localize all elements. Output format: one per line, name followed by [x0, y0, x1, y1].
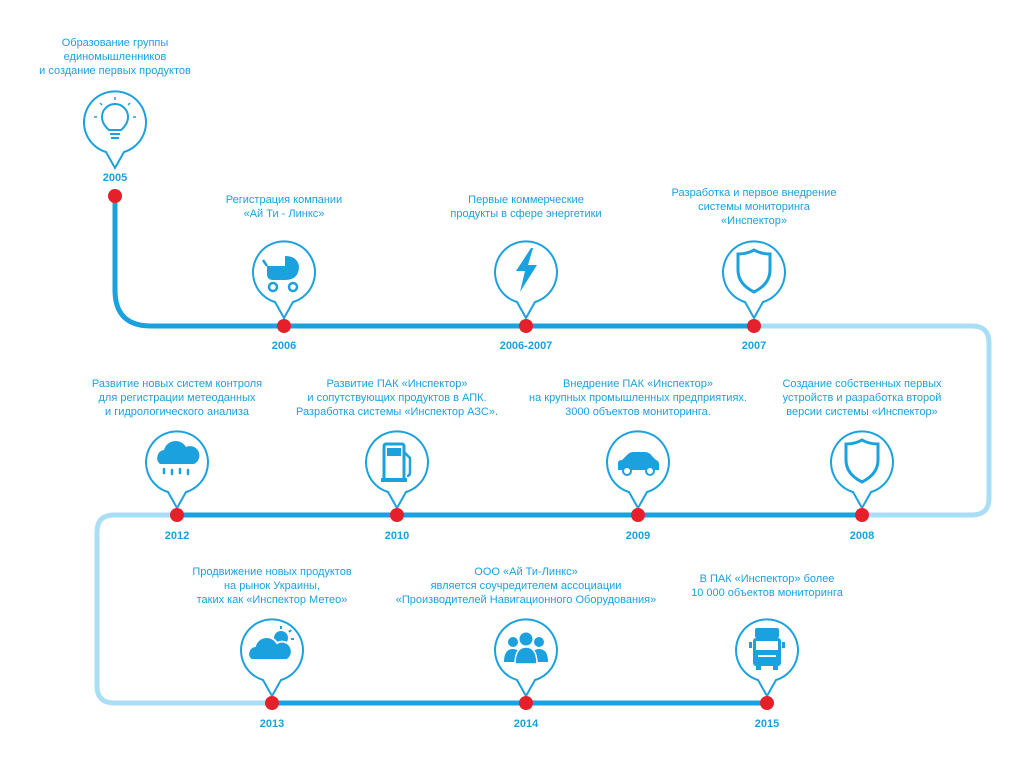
car-icon — [618, 452, 659, 476]
milestone-2012-description: Развитие новых систем контроля для регис… — [91, 378, 263, 418]
map-pin-2009 — [606, 430, 670, 510]
milestone-2006-description: Регистрация компании «Ай Ти - Линкс» — [225, 194, 343, 220]
milestone-2009-description: Внедрение ПАК «Инспектор» на крупных про… — [529, 378, 747, 418]
milestone-dot-2014 — [519, 696, 533, 710]
milestone-dot-2008 — [855, 508, 869, 522]
milestone-dot-2006-2007 — [519, 319, 533, 333]
milestone-2008-description: Создание собственных первых устройств и … — [782, 378, 942, 418]
milestone-dot-2009 — [631, 508, 645, 522]
people-group-icon — [504, 632, 548, 665]
lightning-icon — [516, 248, 537, 292]
milestone-2015-description: В ПАК «Инспектор» более 10 000 объектов … — [691, 573, 843, 599]
milestone-2005-description: Образование группы единомышленников и со… — [39, 37, 191, 77]
milestone-2014-description: ООО «Ай Ти-Линкс» является соучредителем… — [395, 566, 657, 606]
milestone-dot-2010 — [390, 508, 404, 522]
milestone-dot-2006 — [277, 319, 291, 333]
track-segment-4 — [94, 512, 272, 706]
year-label-2009: 2009 — [625, 530, 651, 542]
year-label-2015: 2015 — [754, 718, 780, 730]
milestone-dot-2005 — [108, 189, 122, 203]
shield-icon — [844, 438, 880, 484]
year-label-2012: 2012 — [164, 530, 190, 542]
map-pin-2010 — [365, 430, 429, 510]
sun-cloud-icon — [247, 626, 294, 661]
track-segment-1 — [112, 196, 754, 329]
year-label-2010: 2010 — [384, 530, 410, 542]
year-label-2013: 2013 — [259, 718, 285, 730]
milestone-dot-2013 — [265, 696, 279, 710]
map-pin-2012 — [145, 430, 209, 510]
map-pin-2006 — [252, 240, 316, 320]
map-pin-2014 — [494, 618, 558, 698]
map-pin-2008 — [830, 430, 894, 510]
map-pin-2006-2007 — [494, 240, 558, 320]
lightbulb-icon — [94, 97, 136, 139]
year-label-2014: 2014 — [513, 718, 539, 730]
milestone-dot-2012 — [170, 508, 184, 522]
rain-cloud-icon — [157, 441, 200, 476]
year-label-2007: 2007 — [741, 340, 767, 352]
year-label-2005: 2005 — [102, 172, 128, 184]
shield-icon — [736, 248, 772, 294]
track-segment-2 — [754, 323, 992, 518]
milestone-dot-2007 — [747, 319, 761, 333]
year-label-2006-2007: 2006-2007 — [499, 340, 553, 352]
year-label-2006: 2006 — [271, 340, 297, 352]
milestone-2013-description: Продвижение новых продуктов на рынок Укр… — [192, 566, 352, 606]
truck-icon — [749, 628, 785, 670]
fuel-pump-icon — [381, 442, 412, 482]
milestone-2006-2007-description: Первые коммерческие продукты в сфере эне… — [450, 194, 602, 220]
milestone-dot-2015 — [760, 696, 774, 710]
baby-stroller-icon — [261, 256, 299, 293]
map-pin-2007 — [722, 240, 786, 320]
year-label-2008: 2008 — [849, 530, 875, 542]
map-pin-2013 — [240, 618, 304, 698]
milestone-2007-description: Разработка и первое внедрение системы мо… — [671, 187, 837, 227]
map-pin-2005 — [83, 90, 147, 170]
map-pin-2015 — [735, 618, 799, 698]
milestone-2010-description: Развитие ПАК «Инспектор» и сопутствующих… — [295, 378, 499, 418]
